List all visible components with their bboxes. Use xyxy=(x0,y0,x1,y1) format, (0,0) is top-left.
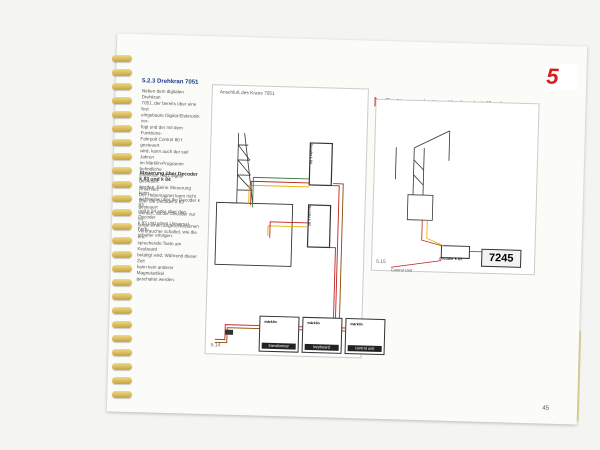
tip-decoder-label: decoder k 83 xyxy=(439,255,463,262)
figure-number: 5.14 xyxy=(211,342,221,348)
binding-coil xyxy=(112,209,132,216)
binding-coil xyxy=(112,335,132,342)
plug-icon xyxy=(225,329,234,335)
unit-label: transformer xyxy=(261,342,296,350)
binding-coil xyxy=(112,139,132,146)
decoder-bottom-box xyxy=(306,204,332,249)
chapter-number: 5 xyxy=(546,63,559,89)
tip-decoder-box xyxy=(440,245,471,259)
binding-coil xyxy=(112,321,132,328)
binding-coil xyxy=(112,377,132,384)
binding-coil xyxy=(112,251,132,258)
chapter-marker: 5 xyxy=(545,63,579,91)
control-unit: märklin control unit xyxy=(344,317,386,356)
crane-base xyxy=(214,201,294,267)
binding-coil xyxy=(112,55,132,62)
sub-paragraph: Anschluß: Der Hebemagnet kann nicht über… xyxy=(136,186,201,284)
binding-coil xyxy=(112,349,132,356)
binding-coil xyxy=(112,307,132,314)
manual-page: 5 5.2.3 Drehkran 7051 Neben dem digitale… xyxy=(106,33,588,425)
tip-crane-svg: 5.15 xyxy=(376,130,484,268)
unit-label: control unit xyxy=(347,345,382,353)
control-unit-label: Control Unit xyxy=(390,267,413,273)
binding-coil xyxy=(112,265,132,272)
binding-coil xyxy=(112,293,132,300)
binding-coil xyxy=(112,223,132,230)
crane-icon xyxy=(395,130,451,221)
transformer-unit: märklin transformer xyxy=(258,315,300,353)
binding-coil xyxy=(112,83,132,90)
binding-coil xyxy=(112,125,132,132)
unit-label: keyboard xyxy=(304,343,339,351)
subheading: Steuerung über Decoder k 83 und k 84 xyxy=(139,170,198,184)
binding-coil xyxy=(112,69,132,76)
text-line: geschaltet werden. xyxy=(136,276,176,283)
brand-label: märklin xyxy=(307,320,320,326)
keyboard-unit: märklin keyboard xyxy=(301,316,343,354)
brand-label: märklin xyxy=(350,322,363,327)
page-number: 45 xyxy=(542,405,550,412)
binding-coil xyxy=(112,111,132,118)
section-title: 5.2.3 Drehkran 7051 xyxy=(141,78,199,86)
binding-coil xyxy=(112,153,132,160)
binding-coil xyxy=(112,195,132,202)
spiral-binding xyxy=(112,55,134,410)
binding-coil xyxy=(112,391,132,398)
decoder-top-box xyxy=(308,142,333,187)
crane-wiring-svg: 5.14 xyxy=(211,132,346,349)
switch-code: 7245 xyxy=(480,248,522,268)
binding-coil xyxy=(112,237,132,244)
binding-coil xyxy=(112,363,132,370)
binding-coil xyxy=(112,279,132,286)
decoder-top-label: decoder k 84 xyxy=(308,142,314,164)
brand-label: märklin xyxy=(264,319,277,325)
crane-icon xyxy=(230,132,254,204)
decoder-bottom-label: decoder k 83 xyxy=(307,204,312,226)
binding-coil xyxy=(112,167,132,174)
tip-figure-number: 5.15 xyxy=(376,259,386,265)
binding-coil xyxy=(112,97,132,104)
binding-coil xyxy=(112,181,132,188)
